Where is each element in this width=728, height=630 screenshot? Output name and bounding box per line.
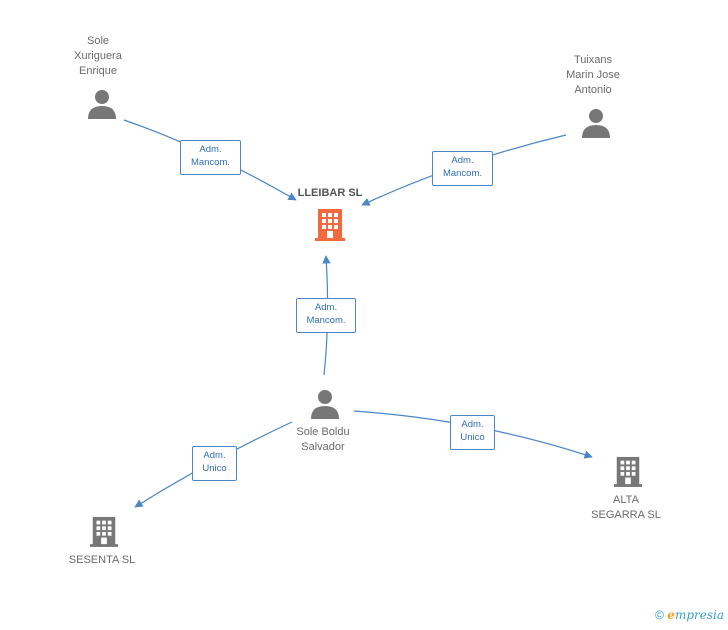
node-label-center[interactable]: LLEIBAR SL [297,187,363,199]
person-icon-p2[interactable] [581,108,611,138]
building-icon-c1[interactable] [89,514,119,548]
brand-name: mpresia [674,608,724,622]
building-icon-center[interactable] [314,207,346,241]
node-label-c2[interactable]: ALTA SEGARRA SL [591,494,661,521]
person-icon-p1[interactable] [87,89,117,119]
person-icon-p3[interactable] [310,389,340,419]
node-label-c1[interactable]: SESENTA SL [68,554,136,566]
edge-label-e2[interactable]: Adm. Mancom. [432,151,493,186]
edge-label-e4[interactable]: Adm. Unico [192,446,237,481]
copyright-symbol: © [655,608,664,622]
edge-label-e1[interactable]: Adm. Mancom. [180,140,241,175]
brand-initial: e [667,608,675,622]
empresia-logo: © empresia [655,608,724,622]
node-label-p1[interactable]: Sole Xuriguera Enrique [74,35,122,77]
building-icon-c2[interactable] [613,454,643,488]
node-label-p3[interactable]: Sole Boldu Salvador [296,426,350,453]
node-label-p2[interactable]: Tuixans Marin Jose Antonio [566,54,620,96]
edge-label-e5[interactable]: Adm. Unico [450,415,495,450]
edge-label-e3[interactable]: Adm. Mancom. [296,298,356,333]
